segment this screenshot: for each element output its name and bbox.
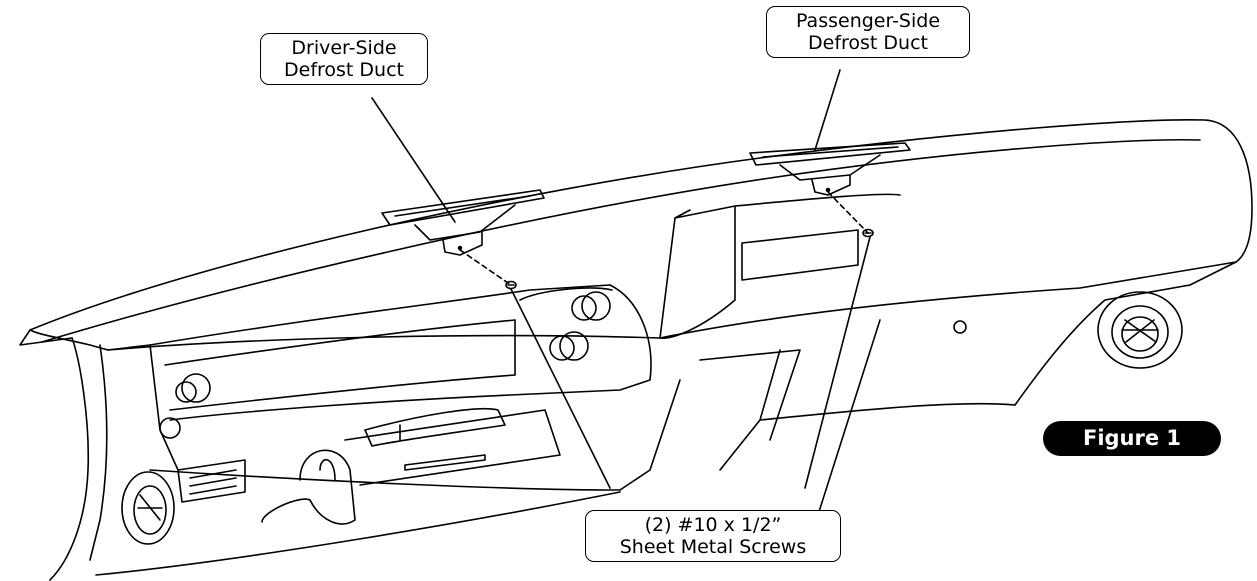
screws-label-line1: (2) #10 x 1/2” <box>644 514 782 536</box>
dash-pad <box>19 119 1253 351</box>
figure-badge: Figure 1 <box>1043 421 1221 456</box>
passenger-duct-label-line1: Passenger-Side <box>795 10 941 32</box>
leader-passenger-duct <box>814 69 841 151</box>
gauge-cluster <box>149 284 652 439</box>
driver-duct-callout: Driver-Side Defrost Duct <box>260 33 428 85</box>
dash-lower-shell <box>49 193 1237 581</box>
screws-callout: (2) #10 x 1/2” Sheet Metal Screws <box>585 510 841 562</box>
radio-unit <box>344 407 561 486</box>
driver-defrost-duct <box>381 189 545 256</box>
install-path-passenger <box>827 191 869 234</box>
passenger-duct-callout: Passenger-Side Defrost Duct <box>766 6 970 58</box>
passenger-vent <box>1097 291 1183 369</box>
leader-screw-driver <box>510 288 611 489</box>
driver-duct-label-line2: Defrost Duct <box>284 59 404 81</box>
radio-display <box>741 229 859 281</box>
passenger-defrost-duct <box>749 142 911 196</box>
install-path-driver <box>459 249 512 286</box>
dash-hole <box>953 320 967 334</box>
leader-driver-duct <box>371 97 456 223</box>
leader-screw-passenger <box>804 236 871 489</box>
driver-vent <box>121 459 246 545</box>
steering-column <box>261 449 356 525</box>
screws-label-line2: Sheet Metal Screws <box>619 536 807 558</box>
passenger-duct-label-line2: Defrost Duct <box>808 32 928 54</box>
driver-duct-label-line1: Driver-Side <box>291 37 397 59</box>
